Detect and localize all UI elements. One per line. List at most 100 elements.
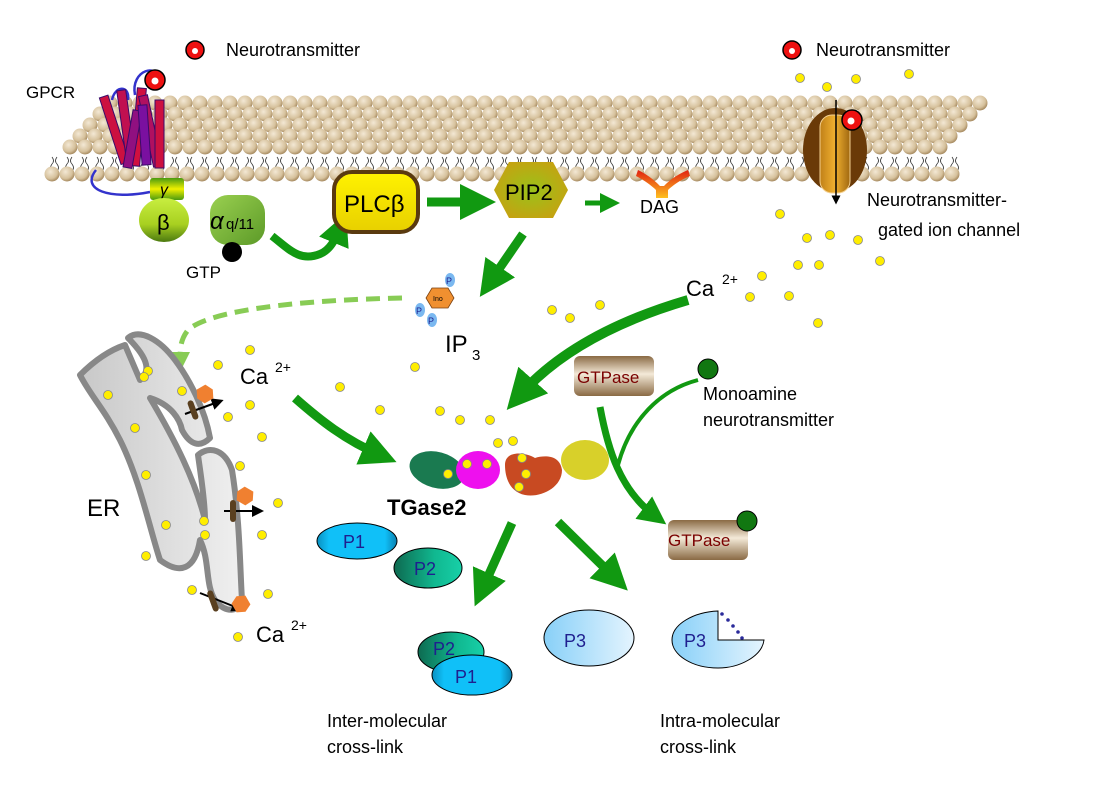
lipid-tail xyxy=(685,156,689,172)
lipid-head xyxy=(239,166,255,182)
lipid-head xyxy=(134,166,150,182)
lipid-head xyxy=(299,166,315,182)
p3-label: P3 xyxy=(564,631,586,651)
lipid-head xyxy=(962,106,978,122)
lipid-tail xyxy=(85,156,89,172)
calcium-ion xyxy=(514,482,524,492)
lipid-head xyxy=(599,166,615,182)
ip3-molecule-icon: Ino P P P xyxy=(415,273,455,327)
lipid-tail xyxy=(715,156,719,172)
lipid-head xyxy=(419,166,435,182)
lipid-head xyxy=(179,166,195,182)
lipid-head xyxy=(677,139,693,155)
lipid-tail xyxy=(955,156,959,172)
lipid-head xyxy=(92,139,108,155)
lipid-head xyxy=(182,139,198,155)
lipid-head xyxy=(932,139,948,155)
lipid-tail xyxy=(415,156,419,172)
gpcr-label: GPCR xyxy=(26,83,75,102)
calcium-ion xyxy=(435,406,445,416)
lipid-head xyxy=(692,139,708,155)
lipid-tail xyxy=(580,156,584,172)
calcium-ion xyxy=(141,551,151,561)
g-gamma-subunit xyxy=(150,178,184,200)
alpha-subtype-label: q/11 xyxy=(226,216,254,233)
lipid-head xyxy=(197,139,213,155)
lipid-head xyxy=(872,139,888,155)
lipid-head xyxy=(659,166,675,182)
lipid-tail xyxy=(640,156,644,172)
lipid-head xyxy=(497,139,513,155)
lipid-head xyxy=(269,166,285,182)
calcium-ion xyxy=(130,423,140,433)
lipid-head xyxy=(794,166,810,182)
calcium-ion xyxy=(904,69,914,79)
neurotransmitter-gated-ion-channel xyxy=(803,100,867,205)
lipid-tail xyxy=(355,156,359,172)
lipid-head xyxy=(572,139,588,155)
lipid-tail xyxy=(460,156,464,172)
lipid-head xyxy=(479,166,495,182)
gtpase-label-bottom: GTPase xyxy=(668,531,730,550)
ip3-receptor-channel-middle xyxy=(224,486,264,522)
dag-label: DAG xyxy=(640,197,679,217)
lipid-head xyxy=(254,166,270,182)
lipid-head xyxy=(617,139,633,155)
svg-text:P: P xyxy=(446,276,452,286)
lipid-tail xyxy=(790,156,794,172)
er-label: ER xyxy=(87,495,120,522)
lipid-head xyxy=(569,166,585,182)
lipid-head xyxy=(632,139,648,155)
calcium-ion xyxy=(875,256,885,266)
arrow-er-calcium-to-tgase2 xyxy=(292,394,397,465)
calcium-ion xyxy=(187,585,197,595)
lipid-head xyxy=(942,128,958,144)
lipid-head xyxy=(707,139,723,155)
lipid-head xyxy=(614,166,630,182)
protein-p2 xyxy=(393,547,463,589)
lipid-head xyxy=(104,166,120,182)
calcium-ion xyxy=(547,305,557,315)
lipid-tail xyxy=(595,156,599,172)
lipid-tail xyxy=(655,156,659,172)
plcb-node xyxy=(332,170,420,234)
arrow-pip2-to-ip3 xyxy=(479,231,527,297)
alpha-label: α xyxy=(210,208,225,235)
lipid-head xyxy=(74,166,90,182)
arrow-tgase2-to-intramolecular xyxy=(554,518,628,591)
lipid-head xyxy=(452,139,468,155)
ion-channel-label-line2: gated ion channel xyxy=(878,220,1020,240)
lipid-tail xyxy=(250,156,254,172)
endoplasmic-reticulum xyxy=(77,331,245,613)
calcium-ion xyxy=(814,260,824,270)
arrow-extracellular-calcium-to-tgase2 xyxy=(506,295,690,410)
calcium-ion xyxy=(482,459,492,469)
lipid-tail xyxy=(385,156,389,172)
calcium-ion xyxy=(757,271,767,281)
ip3-label: IP xyxy=(445,331,468,358)
calcium-ion xyxy=(493,438,503,448)
calcium-ion xyxy=(257,530,267,540)
plcb-label: PLCβ xyxy=(344,191,405,218)
lipid-head xyxy=(227,139,243,155)
lipid-tail xyxy=(490,156,494,172)
lipid-head xyxy=(302,139,318,155)
lipid-tail xyxy=(565,156,569,172)
lipid-head xyxy=(917,139,933,155)
neurotransmitter-label-right: Neurotransmitter xyxy=(816,40,950,60)
lipid-tail xyxy=(745,156,749,172)
lipid-tail xyxy=(295,156,299,172)
lipid-head xyxy=(167,139,183,155)
lipid-head xyxy=(464,166,480,182)
lipid-tail xyxy=(55,156,59,172)
calcium-ion xyxy=(443,469,453,479)
tgase2-label: TGase2 xyxy=(387,495,467,520)
calcium-ion xyxy=(595,300,605,310)
gamma-label: γ xyxy=(160,182,169,199)
calcium-ion xyxy=(793,260,803,270)
lipid-tail xyxy=(625,156,629,172)
gtp-label: GTP xyxy=(186,263,221,282)
svg-text:2+: 2+ xyxy=(291,617,307,633)
lipid-tail xyxy=(700,156,704,172)
calcium-ion xyxy=(455,415,465,425)
